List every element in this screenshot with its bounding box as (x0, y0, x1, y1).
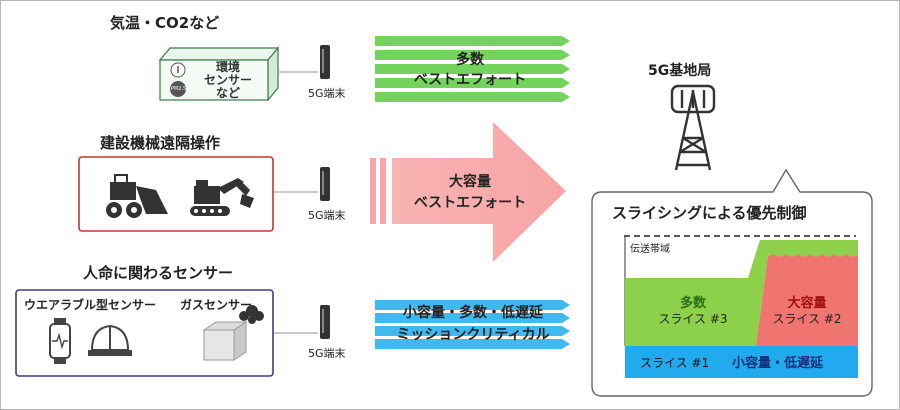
slice-2-id: スライス #2 (772, 312, 842, 326)
env-title: 気温・CO2など (110, 14, 220, 32)
base-station-label: 5G基地局 (648, 63, 712, 79)
wearable-label: ウエアラブル型センサー (24, 298, 157, 312)
bandwidth-label: 伝送帯域 (630, 244, 670, 255)
smartwatch-icon (49, 318, 71, 364)
terminal-label-3: 5G端末 (308, 347, 346, 360)
large-flow-line2: ベストエフォート (413, 195, 527, 211)
critical-flow-label: 小容量・多数・低遅延 ミッションクリティカル (378, 302, 568, 346)
life-title: 人命に関わるセンサー (83, 264, 234, 282)
pm25-badge: PM2.5 (170, 86, 187, 92)
slice-1-id: スライス #1 (640, 356, 710, 370)
env-sensor-box (158, 46, 280, 102)
pm25-icon (170, 81, 186, 97)
slicing-title: スライシングによる優先制御 (612, 204, 807, 222)
construction-box (78, 156, 274, 232)
helmet-icon (88, 324, 132, 356)
slice-1-name: 小容量・低遅延 (732, 356, 824, 371)
slice-1-area (625, 346, 858, 378)
critical-flow-line2: ミッションクリティカル (396, 327, 550, 343)
gas-sensor-label: ガスセンサー (180, 298, 253, 312)
slice-3-id: スライス #3 (658, 312, 728, 326)
terminal-icon-2 (320, 167, 330, 201)
terminal-label-1: 5G端末 (308, 87, 346, 100)
terminal-label-2: 5G端末 (308, 209, 346, 222)
large-flow-label: 大容量 ベストエフォート (385, 172, 555, 214)
critical-flow-arrows (375, 300, 570, 349)
env-box-line-1: 環境 (215, 60, 240, 74)
critical-flow-line1: 小容量・多数・低遅延 (403, 305, 543, 321)
construction-title: 建設機械遠隔操作 (100, 134, 221, 152)
massive-flow-line1: 多数 (456, 52, 484, 68)
env-box-line-3: など (215, 86, 240, 100)
slice-2-name: 大容量 (787, 296, 827, 311)
massive-flow-arrows (375, 36, 570, 102)
excavator-icon (190, 178, 254, 216)
terminal-icon-3 (320, 305, 330, 339)
base-station-tower-icon (670, 84, 716, 171)
large-flow-arrow (370, 122, 566, 262)
slice-2-area (756, 254, 858, 346)
env-box-line-2: センサー (203, 73, 252, 87)
env-box-label: 環境 センサー など (196, 61, 260, 100)
slice-3-area (625, 240, 858, 346)
terminal-icon-1 (320, 45, 330, 79)
wheel-loader-icon (106, 174, 168, 218)
slice-3-name: 多数 (679, 296, 706, 311)
large-flow-line1: 大容量 (449, 174, 491, 190)
gas-sensor-icon (202, 305, 264, 361)
massive-flow-label: 多数 ベストエフォート (390, 50, 550, 90)
massive-flow-line2: ベストエフォート (413, 72, 527, 88)
